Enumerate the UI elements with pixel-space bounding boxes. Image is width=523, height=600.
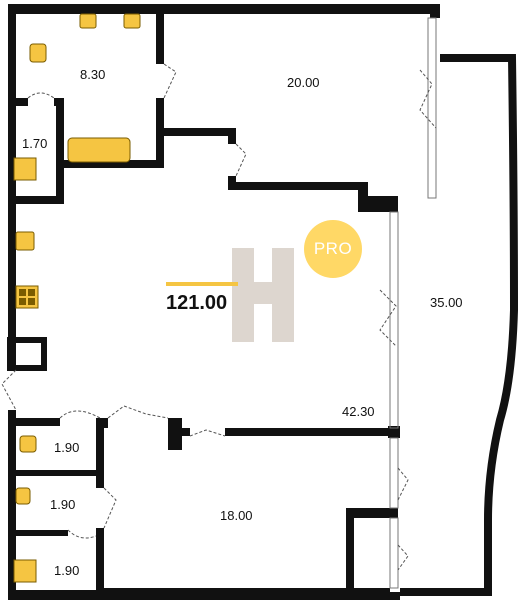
area-label-wc-3: 1.90 [54, 563, 80, 578]
bathtub-icon [67, 137, 131, 163]
toilet-icon [19, 435, 37, 453]
sink-icon [15, 231, 35, 251]
area-label-bathroom-top: 8.30 [80, 67, 106, 82]
area-label-wc-1: 1.90 [54, 440, 80, 455]
shower-icon [13, 157, 37, 181]
sink-icon [123, 13, 141, 29]
total-area: 121.00 [166, 292, 228, 314]
stove-burners [19, 289, 35, 305]
logo-mark [232, 248, 294, 342]
area-label-bath-small: 1.70 [22, 136, 48, 151]
windows [389, 17, 437, 589]
toilet-icon [15, 487, 31, 505]
total-accent-line [166, 282, 238, 286]
pro-badge-label: PRO [313, 239, 353, 258]
terrace-outline [400, 54, 519, 596]
doors [1, 63, 437, 571]
area-label-living: 42.30 [342, 404, 375, 419]
walls [7, 4, 440, 600]
area-label-wc-2: 1.90 [50, 497, 76, 512]
sink-icon [79, 13, 97, 29]
area-label-terrace: 35.00 [430, 295, 463, 310]
pro-badge[interactable]: PRO [304, 220, 362, 278]
toilet-icon [29, 43, 47, 63]
area-label-bedroom-bottom: 18.00 [220, 508, 253, 523]
shower-icon [13, 559, 37, 583]
area-label-bedroom-top: 20.00 [287, 75, 320, 90]
